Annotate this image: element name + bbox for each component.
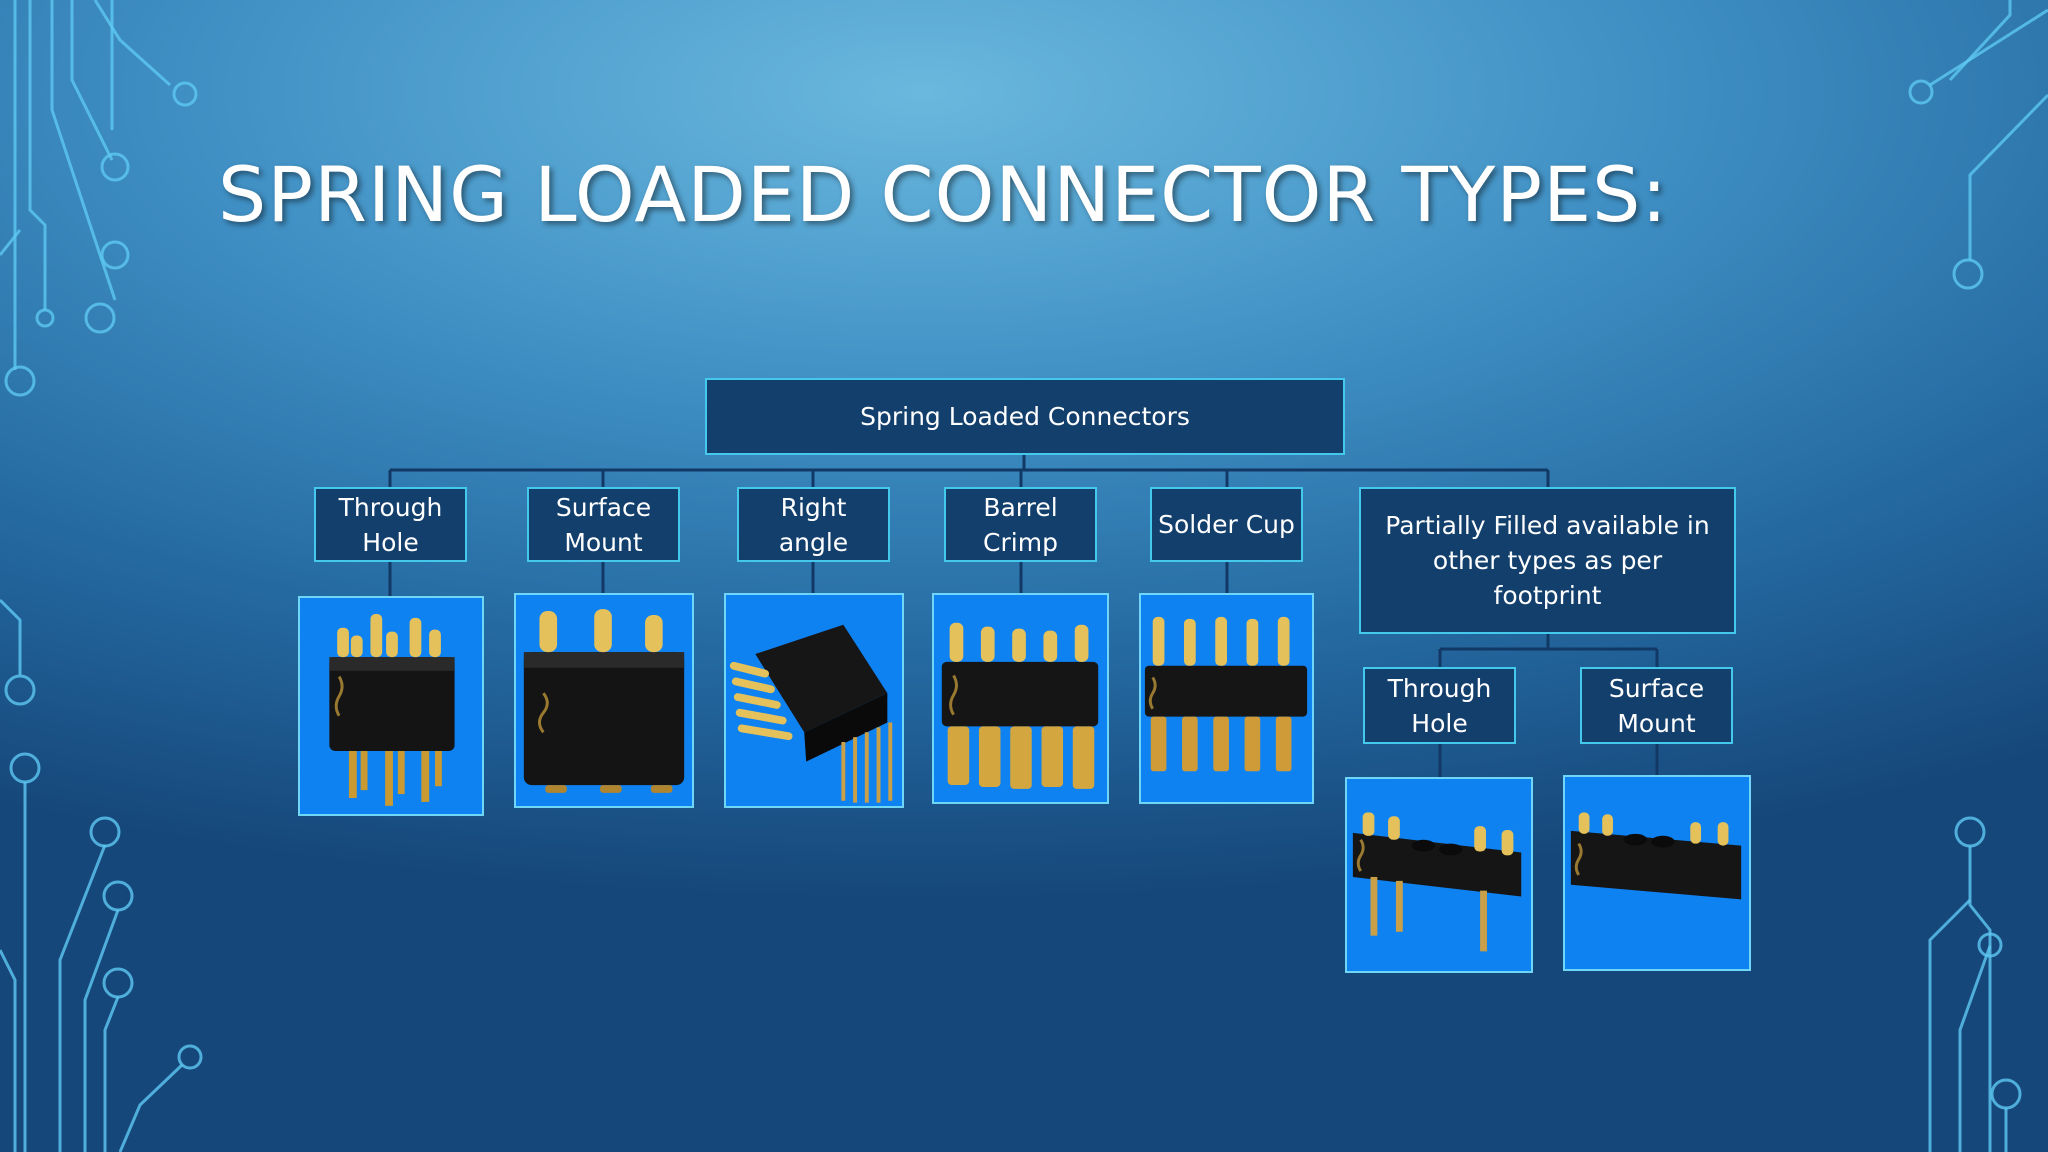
partial-through-hole-connector-image [1345,777,1533,973]
node-partial-through-hole: Through Hole [1363,667,1516,744]
slide-title: SPRING LOADED CONNECTOR TYPES: [218,150,1668,239]
surface-mount-connector-image [514,593,694,808]
root-node: Spring Loaded Connectors [705,378,1345,455]
node-surface-mount: Surface Mount [527,487,680,562]
node-solder-cup: Solder Cup [1150,487,1303,562]
through-hole-connector-image [298,596,484,816]
node-barrel-crimp: Barrel Crimp [944,487,1097,562]
node-partial-surface-mount: Surface Mount [1580,667,1733,744]
node-partially-filled: Partially Filled available in other type… [1359,487,1736,634]
solder-cup-connector-image [1139,593,1314,804]
barrel-crimp-connector-image [932,593,1109,804]
right-angle-connector-image [724,593,904,808]
partial-surface-mount-connector-image [1563,775,1751,971]
node-right-angle: Right angle [737,487,890,562]
node-through-hole: Through Hole [314,487,467,562]
